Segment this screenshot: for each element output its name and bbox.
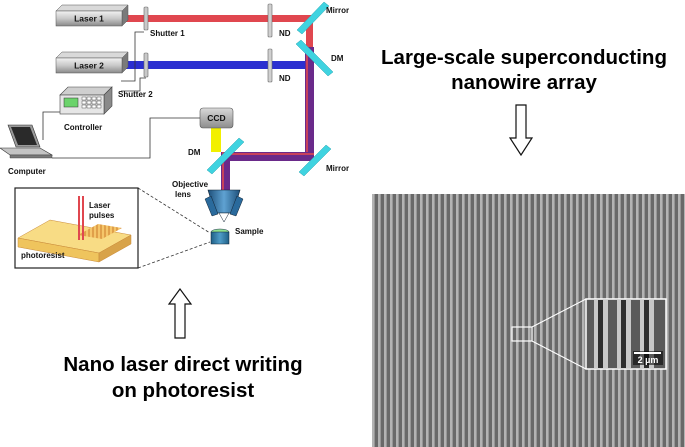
controller-label: Controller <box>64 123 102 132</box>
array-caption-line2: nanowire array <box>451 71 597 94</box>
inset-photoresist-label: photoresist <box>21 251 65 260</box>
nanowire-micrograph <box>372 194 685 447</box>
shutter1-label: Shutter 1 <box>150 29 185 38</box>
inset-zoom-lines <box>137 187 211 269</box>
objective-label-line2: lens <box>175 190 192 199</box>
mirror-bottom: Mirror <box>298 144 349 177</box>
micrograph-zoom-lines <box>531 298 587 370</box>
ccd-beam <box>211 127 221 152</box>
dm-left-label: DM <box>188 148 201 157</box>
ccd-camera: CCD <box>199 107 234 129</box>
mirror-bottom-label: Mirror <box>326 164 349 173</box>
sample-stage: Sample <box>210 227 264 245</box>
computer-label: Computer <box>8 167 46 176</box>
mirror-top: Mirror <box>296 1 349 35</box>
objective-lens: Objective lens <box>172 180 244 223</box>
cables <box>42 31 200 159</box>
writing-caption-line2: on photoresist <box>112 379 255 402</box>
dm-right: DM <box>295 39 344 77</box>
objective-label-line1: Objective <box>172 180 209 189</box>
shutter1: Shutter 1 <box>143 6 185 38</box>
laser2-label: Laser 2 <box>74 61 104 71</box>
ccd-label: CCD <box>207 113 225 123</box>
sample-label: Sample <box>235 227 264 236</box>
micrograph-zoom-box <box>511 326 533 342</box>
nd1-label: ND <box>279 29 291 38</box>
nd-filter-1: ND <box>267 3 291 38</box>
controller-device: Controller <box>59 86 113 132</box>
inset-photoresist: Laser pulses photoresist <box>14 187 139 269</box>
laser2-box: Laser 2 <box>55 51 129 74</box>
computer-laptop: Computer <box>0 124 54 176</box>
inset-laser-label: Laser <box>89 201 110 210</box>
down-arrow <box>508 104 534 157</box>
combined-beam <box>221 47 314 197</box>
mirror-top-label: Mirror <box>326 6 349 15</box>
writing-caption-line1: Nano laser direct writing <box>63 353 302 376</box>
array-caption-line1: Large-scale superconducting <box>381 46 667 69</box>
laser1-label: Laser 1 <box>74 14 104 24</box>
shutter2: Shutter 2 <box>118 52 153 99</box>
dm-left: DM <box>188 137 245 175</box>
inset-pulses-label: pulses <box>89 211 115 220</box>
nd-filter-2: ND <box>267 48 291 83</box>
dm-right-label: DM <box>331 54 344 63</box>
laser1-box: Laser 1 <box>55 4 129 27</box>
micrograph-inset: 2 µm <box>585 298 667 370</box>
laser2-beam <box>123 61 313 69</box>
laser1-beam <box>123 15 313 47</box>
shutter2-label: Shutter 2 <box>118 90 153 99</box>
nd2-label: ND <box>279 74 291 83</box>
scale-bar-label: 2 µm <box>638 355 659 365</box>
up-arrow <box>167 287 193 339</box>
